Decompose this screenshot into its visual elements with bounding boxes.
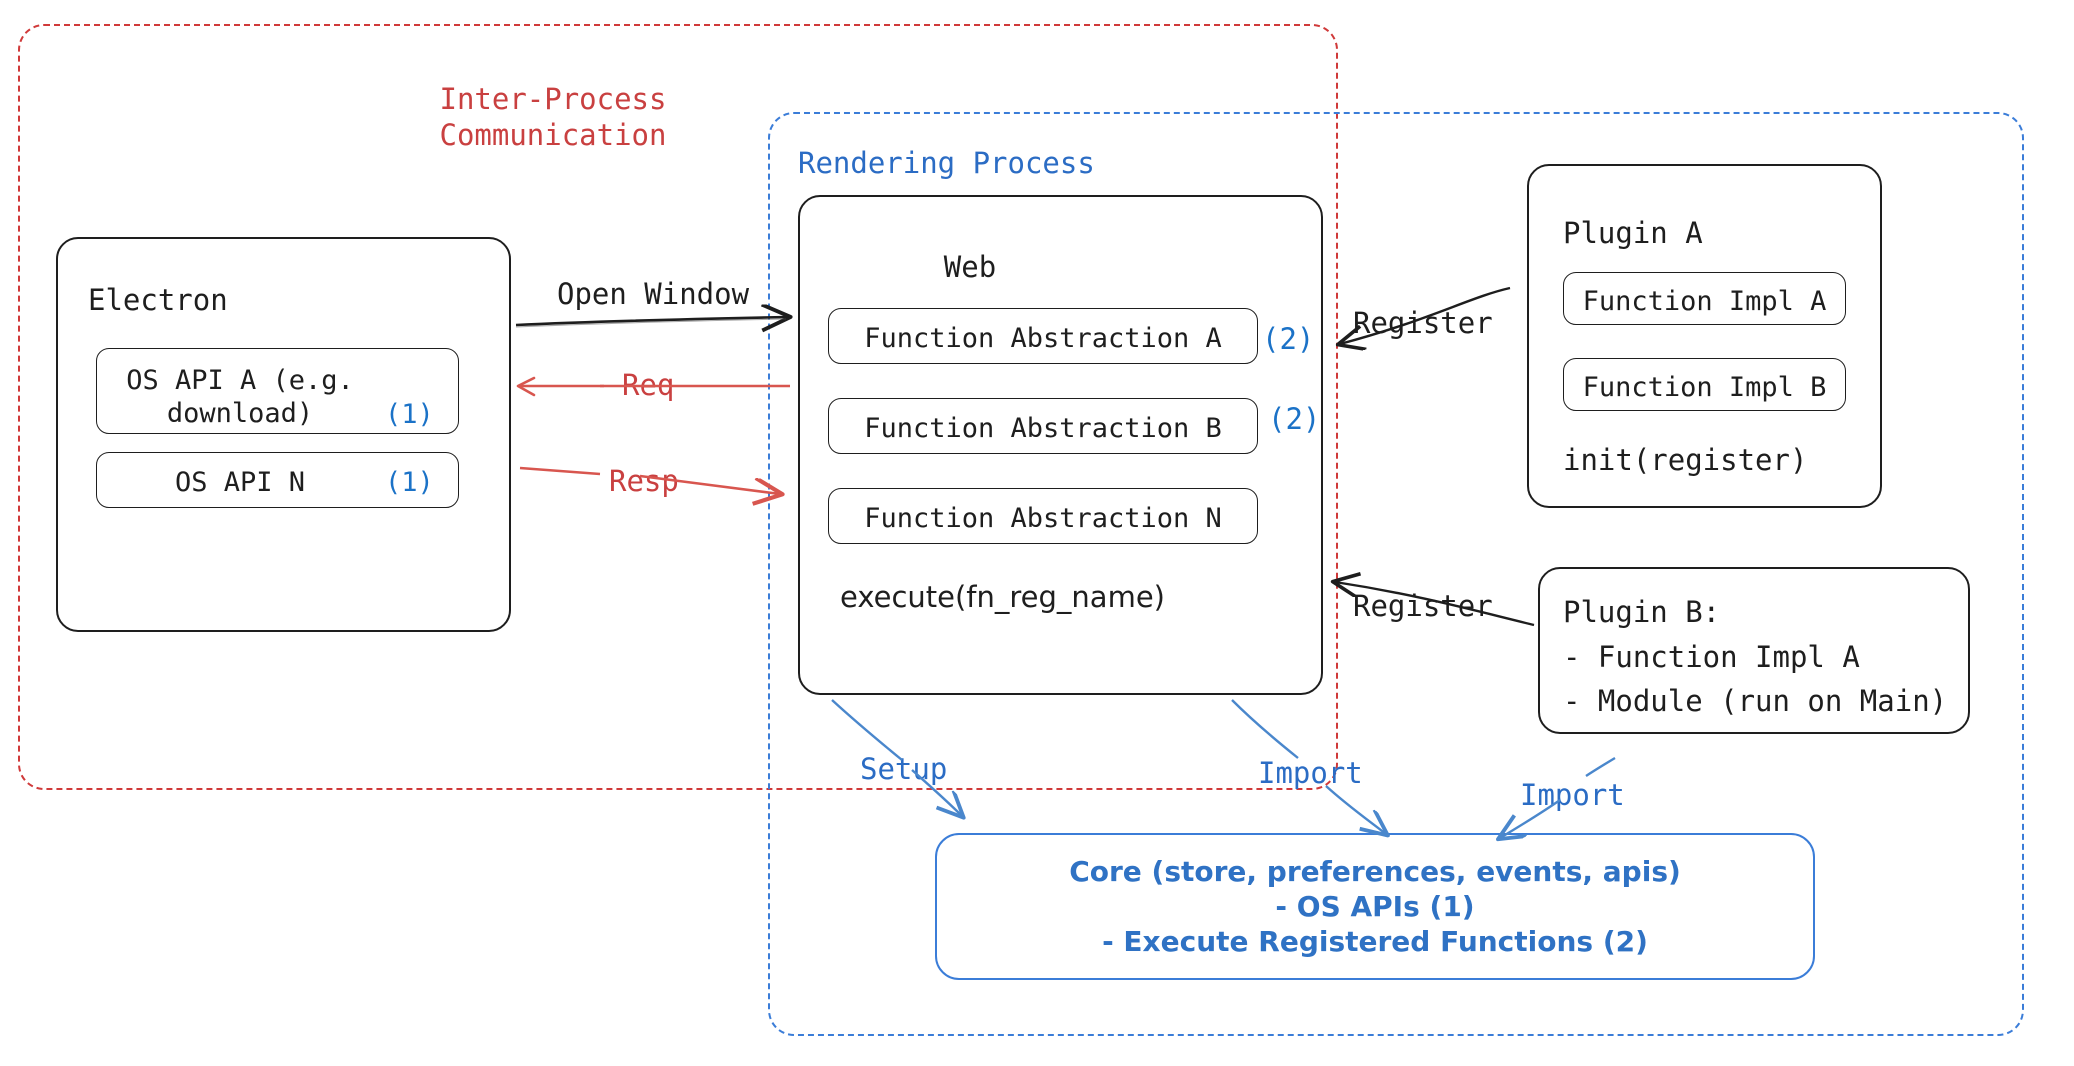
ipc-label-line2: Communication — [439, 117, 667, 152]
rendering-process-label: Rendering Process — [798, 146, 1095, 180]
function-abstraction-a-box — [828, 308, 1258, 364]
plugin-a-impl-b-label: Function Impl B — [1582, 372, 1827, 403]
os-api-a-tag: (1) — [385, 399, 434, 430]
plugin-b-item-0: - Function Impl A — [1563, 640, 1860, 674]
function-abstraction-b-label: Function Abstraction B — [864, 413, 1222, 444]
os-api-a-line1: OS API A (e.g. — [126, 365, 354, 396]
plugin-a-impl-b-box — [1563, 358, 1846, 411]
core-line-1: Core (store, preferences, events, apis) — [1069, 855, 1681, 888]
arrow-label-register-plugin-b: Register — [1353, 589, 1493, 623]
plugin-a-box — [1527, 164, 1882, 508]
electron-box — [56, 237, 511, 632]
function-abstraction-a-tag: (2) — [1262, 322, 1315, 356]
arrow-label-resp: Resp — [609, 464, 679, 498]
plugin-b-item-1: - Module (run on Main) — [1563, 684, 1948, 718]
core-line-3: - Execute Registered Functions (2) — [1102, 925, 1648, 958]
function-abstraction-a-label: Function Abstraction A — [864, 323, 1222, 354]
function-abstraction-n-box — [828, 488, 1258, 544]
function-abstraction-b-box — [828, 398, 1258, 454]
plugin-b-title: Plugin B: — [1563, 595, 1721, 629]
os-api-a-line2: download) — [166, 398, 314, 430]
arrow-label-import-plugin: Import — [1520, 778, 1625, 812]
function-abstraction-n-label: Function Abstraction N — [864, 503, 1222, 534]
core-box — [935, 833, 1815, 980]
ipc-container-frame — [18, 24, 1338, 790]
os-api-a-box — [96, 348, 459, 434]
os-api-n-tag: (1) — [385, 467, 434, 498]
plugin-a-title: Plugin A — [1563, 216, 1703, 250]
arrow-label-req: Req — [622, 368, 675, 402]
rendering-process-container-frame — [768, 112, 2024, 1036]
arrow-label-register-plugin-a: Register — [1353, 306, 1493, 340]
function-abstraction-b-tag: (2) — [1268, 402, 1321, 436]
plugin-a-impl-a-box — [1563, 272, 1846, 325]
plugin-a-init-label: init(register) — [1563, 443, 1808, 477]
os-api-n-label: OS API N — [174, 467, 306, 498]
plugin-b-box — [1538, 567, 1970, 734]
core-line-2: - OS APIs (1) — [1275, 890, 1475, 923]
ipc-label-line1: Inter-Process — [439, 82, 667, 116]
arrow-label-setup: Setup — [860, 752, 948, 786]
os-api-n-box — [96, 452, 459, 508]
web-execute-label: execute(fn_reg_name) — [840, 580, 1165, 614]
os-api-a-label: OS API A (e.g.download) — [100, 364, 380, 431]
arrow-label-import-web: Import — [1258, 756, 1363, 790]
electron-title: Electron — [88, 283, 228, 317]
arrow-label-open-window: Open Window — [557, 277, 750, 311]
plugin-a-impl-a-label: Function Impl A — [1582, 286, 1827, 317]
web-title: Web — [943, 250, 997, 284]
